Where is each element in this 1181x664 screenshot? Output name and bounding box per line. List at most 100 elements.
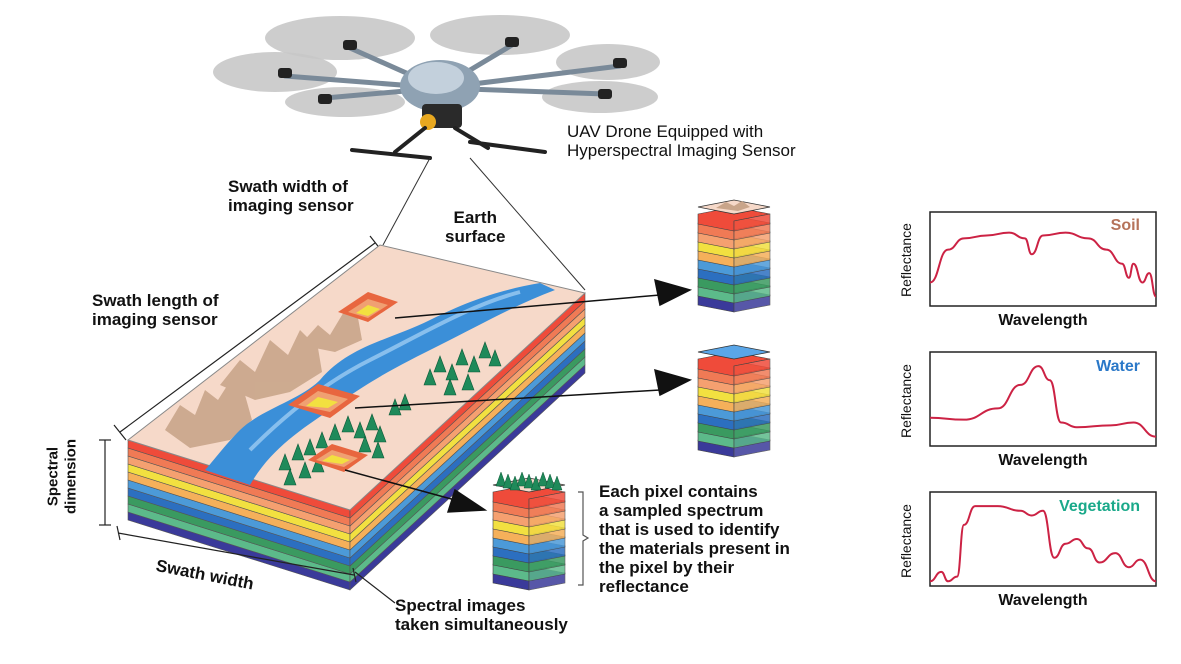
swath-width-measure: [116, 525, 357, 583]
chart-series-name-soil: Soil: [1110, 217, 1140, 234]
pixel-cutout-vegetation: [308, 444, 368, 472]
tree: [443, 378, 457, 396]
tree: [488, 349, 502, 367]
drone-label-line: UAV Drone Equipped with: [567, 122, 764, 141]
chart-series-name-water: Water: [1096, 358, 1140, 375]
reflectance-charts: [929, 211, 1157, 587]
tree: [455, 348, 469, 366]
chart-frame: [929, 351, 1157, 447]
earth-surface-label-line: surface: [445, 227, 506, 246]
pixel-arrows: [344, 278, 693, 513]
tree: [298, 461, 312, 479]
earth-surface-label: Earth surface: [445, 208, 505, 246]
stack-layer-side: [733, 213, 771, 232]
tree: [445, 363, 459, 381]
stack-top-tree: [495, 471, 507, 487]
stack-layer-side: [528, 491, 566, 510]
spectral-dimension-label: Spectral dimension: [38, 439, 98, 514]
tree: [291, 443, 305, 461]
stack-top-tree: [502, 473, 514, 489]
tree: [467, 355, 481, 373]
tree: [315, 431, 329, 449]
forest: [278, 341, 502, 486]
chart-series-line: [929, 365, 1157, 438]
pixel-note-line: the materials present in: [599, 539, 790, 558]
tree: [461, 373, 475, 391]
rotor-disc: [430, 15, 570, 55]
chart-ylabel-water: Reflectance: [898, 364, 914, 438]
chart-xlabel-vegetation: Wavelength: [998, 592, 1088, 609]
pixel-cutout-soil: [338, 292, 398, 322]
chart-ylabel-soil: Reflectance: [898, 223, 914, 297]
swath-width-sensor-label-line: Swath width of: [228, 177, 348, 196]
pixel-cutout-water: [288, 384, 360, 418]
rotor-disc: [556, 44, 660, 80]
chart-xlabel-water: Wavelength: [998, 452, 1088, 469]
stack-top-tree: [530, 475, 542, 491]
stack-top-tree: [523, 473, 535, 489]
stack-top-tile: [697, 344, 771, 360]
tree: [388, 398, 402, 416]
chart-series-name-vegetation: Vegetation: [1059, 498, 1140, 515]
tree: [478, 341, 492, 359]
chart-frame: [929, 211, 1157, 307]
swath-length-label-line: Swath length of: [92, 291, 219, 310]
pixel-stack-vegetation: [492, 471, 566, 591]
drone-label: UAV Drone Equipped with Hyperspectral Im…: [567, 122, 796, 160]
stack-layer-side: [733, 358, 771, 377]
swath-length-label-line: imaging sensor: [92, 310, 218, 329]
stack-top-tree: [544, 473, 556, 489]
stack-top-tree: [516, 471, 528, 487]
chart-xlabel-soil: Wavelength: [998, 312, 1088, 329]
tree: [283, 468, 297, 486]
drone-dome: [408, 62, 464, 94]
tree: [358, 435, 372, 453]
chart-ylabel-vegetation: Reflectance: [898, 504, 914, 578]
pixel-note-line: the pixel by their: [599, 558, 735, 577]
pixel-note-line: a sampled spectrum: [599, 501, 764, 520]
swath-lines: [382, 157, 586, 291]
tree: [365, 413, 379, 431]
spectral-images-label-line: Spectral images: [395, 596, 526, 615]
spectral-dimension-line-2: dimension: [62, 439, 80, 515]
tree: [371, 441, 385, 459]
tree: [328, 423, 342, 441]
stack-top-soil-texture: [716, 201, 750, 211]
rotor-disc: [265, 16, 415, 60]
chart-series-line: [929, 231, 1157, 298]
spectral-images-label-line: taken simultaneously: [395, 615, 568, 634]
tree: [303, 438, 317, 456]
tree: [341, 415, 355, 433]
sensor-lens: [420, 114, 436, 130]
pixel-note-bracket: [578, 491, 590, 586]
pixel-note-line: that is used to identify: [599, 520, 780, 539]
pixel-stack-soil: [697, 199, 771, 313]
pixel-note-label: Each pixel contains a sampled spectrum t…: [599, 482, 790, 596]
river: [205, 283, 555, 485]
earth-surface-label-line: Earth: [453, 208, 497, 227]
tree: [398, 393, 412, 411]
pixel-note-line: reflectance: [599, 577, 689, 596]
stack-top-tree: [551, 475, 563, 491]
spectral-dimension-line-1: Spectral: [44, 446, 62, 507]
pixel-stack-water: [697, 344, 771, 458]
tree: [278, 453, 292, 471]
tree: [373, 425, 387, 443]
stack-top-tree: [537, 471, 549, 487]
chart-series-line: [929, 505, 1157, 583]
rotor-disc: [213, 52, 337, 92]
swath-width-sensor-label: Swath width of imaging sensor: [228, 177, 354, 215]
tree: [353, 421, 367, 439]
tree: [433, 355, 447, 373]
drone-label-line: Hyperspectral Imaging Sensor: [567, 141, 796, 160]
river-highlight: [248, 290, 521, 452]
spectral-images-label: Spectral images taken simultaneously: [395, 596, 568, 634]
spectral-images-pointer: [354, 571, 396, 604]
drone-motors: [278, 37, 627, 104]
swath-length-label: Swath length of imaging sensor: [92, 291, 219, 329]
chart-frame: [929, 491, 1157, 587]
uav-drone: [213, 15, 660, 160]
pixel-note-line: Each pixel contains: [599, 482, 758, 501]
stack-top-tree: [509, 475, 521, 491]
